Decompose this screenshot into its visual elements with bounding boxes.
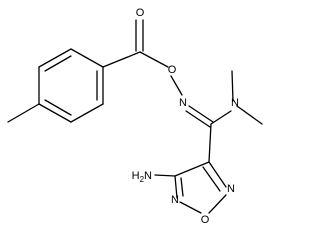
methyl-benzene-ring [7,48,104,123]
ring-double-bond [208,161,227,188]
ring-nitrogen-left-label: N [171,194,179,206]
bond [170,75,183,96]
ester-oxygen-label: O [168,64,177,76]
aromatic-double-bond [44,55,72,72]
amino-group-label: H2N [132,170,152,184]
bond [174,161,210,177]
bond [154,174,176,177]
bond [70,48,104,68]
bond [38,103,72,123]
bond [139,51,169,68]
ring-double-bond [202,166,221,192]
oxime-double-bond [188,105,214,123]
ring-double-bond [180,177,184,197]
bond [102,51,141,68]
bond [38,48,72,68]
methyl-bond [7,103,40,123]
bond [179,201,202,214]
oxadiazole-ring [154,161,227,214]
bond [208,194,227,214]
bond [208,123,212,163]
oxime-double-bond [185,110,211,128]
molecule-canvas: O O N N H2N N O N [7,7,263,226]
bond [210,110,232,125]
carbonyl-oxygen-label: O [136,7,145,19]
ring-oxygen-label: O [201,214,210,226]
ring-double-bond [174,175,178,199]
methyl-bond [231,70,234,102]
methyl-bond [236,105,263,125]
aromatic-double-bond [44,99,72,116]
oxime-nitrogen-label: N [179,97,187,109]
ester-group [102,19,183,96]
ring-nitrogen-right-label: N [227,183,235,195]
structure-diagram: O O N N H2N N O N [7,7,263,226]
bond [70,103,104,123]
dimethylamino-nitrogen-label: N [231,97,239,109]
amidine-core [185,70,263,163]
